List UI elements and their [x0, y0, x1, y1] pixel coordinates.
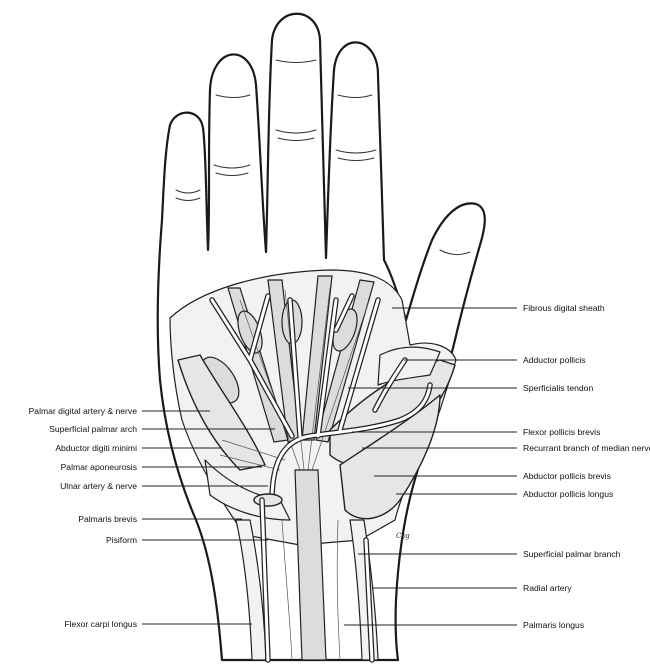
- label-superficial-palmar-branch: Superficial palmar branch: [523, 549, 621, 559]
- label-abductor-digiti-minimi: Abductor digiti minimi: [55, 443, 137, 453]
- label-fibrous-digital-sheath: Fibrous digital sheath: [523, 303, 605, 313]
- finger-crease: [335, 149, 377, 154]
- illustrator-signature: Cyg: [396, 532, 410, 540]
- label-layer: Palmar digital artery & nerveSuperficial…: [29, 303, 650, 630]
- palm-dissection: [169, 269, 457, 546]
- leader-lines: [142, 307, 517, 626]
- finger-crease: [337, 94, 373, 98]
- finger-crease: [175, 197, 201, 201]
- label-palmar-digital-artery-nerve: Palmar digital artery & nerve: [29, 406, 138, 416]
- label-flexor-pollicis-brevis: Flexor pollicis brevis: [523, 427, 600, 437]
- finger-crease: [215, 94, 251, 98]
- finger-crease: [337, 157, 375, 161]
- label-palmaris-longus: Palmaris longus: [523, 620, 584, 630]
- finger-crease: [277, 137, 315, 141]
- label-palmaris-brevis: Palmaris brevis: [78, 514, 137, 524]
- label-sperficialis-tendon: Sperficialis tendon: [523, 383, 593, 393]
- finger-crease: [275, 129, 317, 134]
- label-pisiform: Pisiform: [106, 535, 137, 545]
- finger-crease: [275, 59, 317, 63]
- finger-crease: [215, 172, 249, 176]
- label-flexor-carpi-longus: Flexor carpi longus: [64, 619, 137, 629]
- finger-crease: [213, 164, 251, 169]
- label-abductor-pollicis-longus: Abductor pollicis longus: [523, 489, 613, 499]
- label-radial-artery: Radial artery: [523, 583, 572, 593]
- finger-crease: [175, 189, 201, 194]
- flexor-tendons: [200, 275, 375, 443]
- label-superficial-palmar-arch: Superficial palmar arch: [49, 424, 137, 434]
- pisiform-bone: [253, 493, 283, 507]
- label-recurrant-branch-of-median-nerve: Recurrant branch of median nerve: [523, 443, 650, 453]
- superficial-palmar-arch: [209, 293, 433, 503]
- thenar-muscles: [329, 346, 456, 520]
- finger-crease: [439, 249, 471, 256]
- label-palmar-aponeurosis: Palmar aponeurosis: [61, 462, 137, 472]
- label-abductor-pollicis-brevis: Abductor pollicis brevis: [523, 471, 611, 481]
- label-ulnar-artery-nerve: Ulnar artery & nerve: [60, 481, 137, 491]
- label-adductor-pollicis: Adductor pollicis: [523, 355, 586, 365]
